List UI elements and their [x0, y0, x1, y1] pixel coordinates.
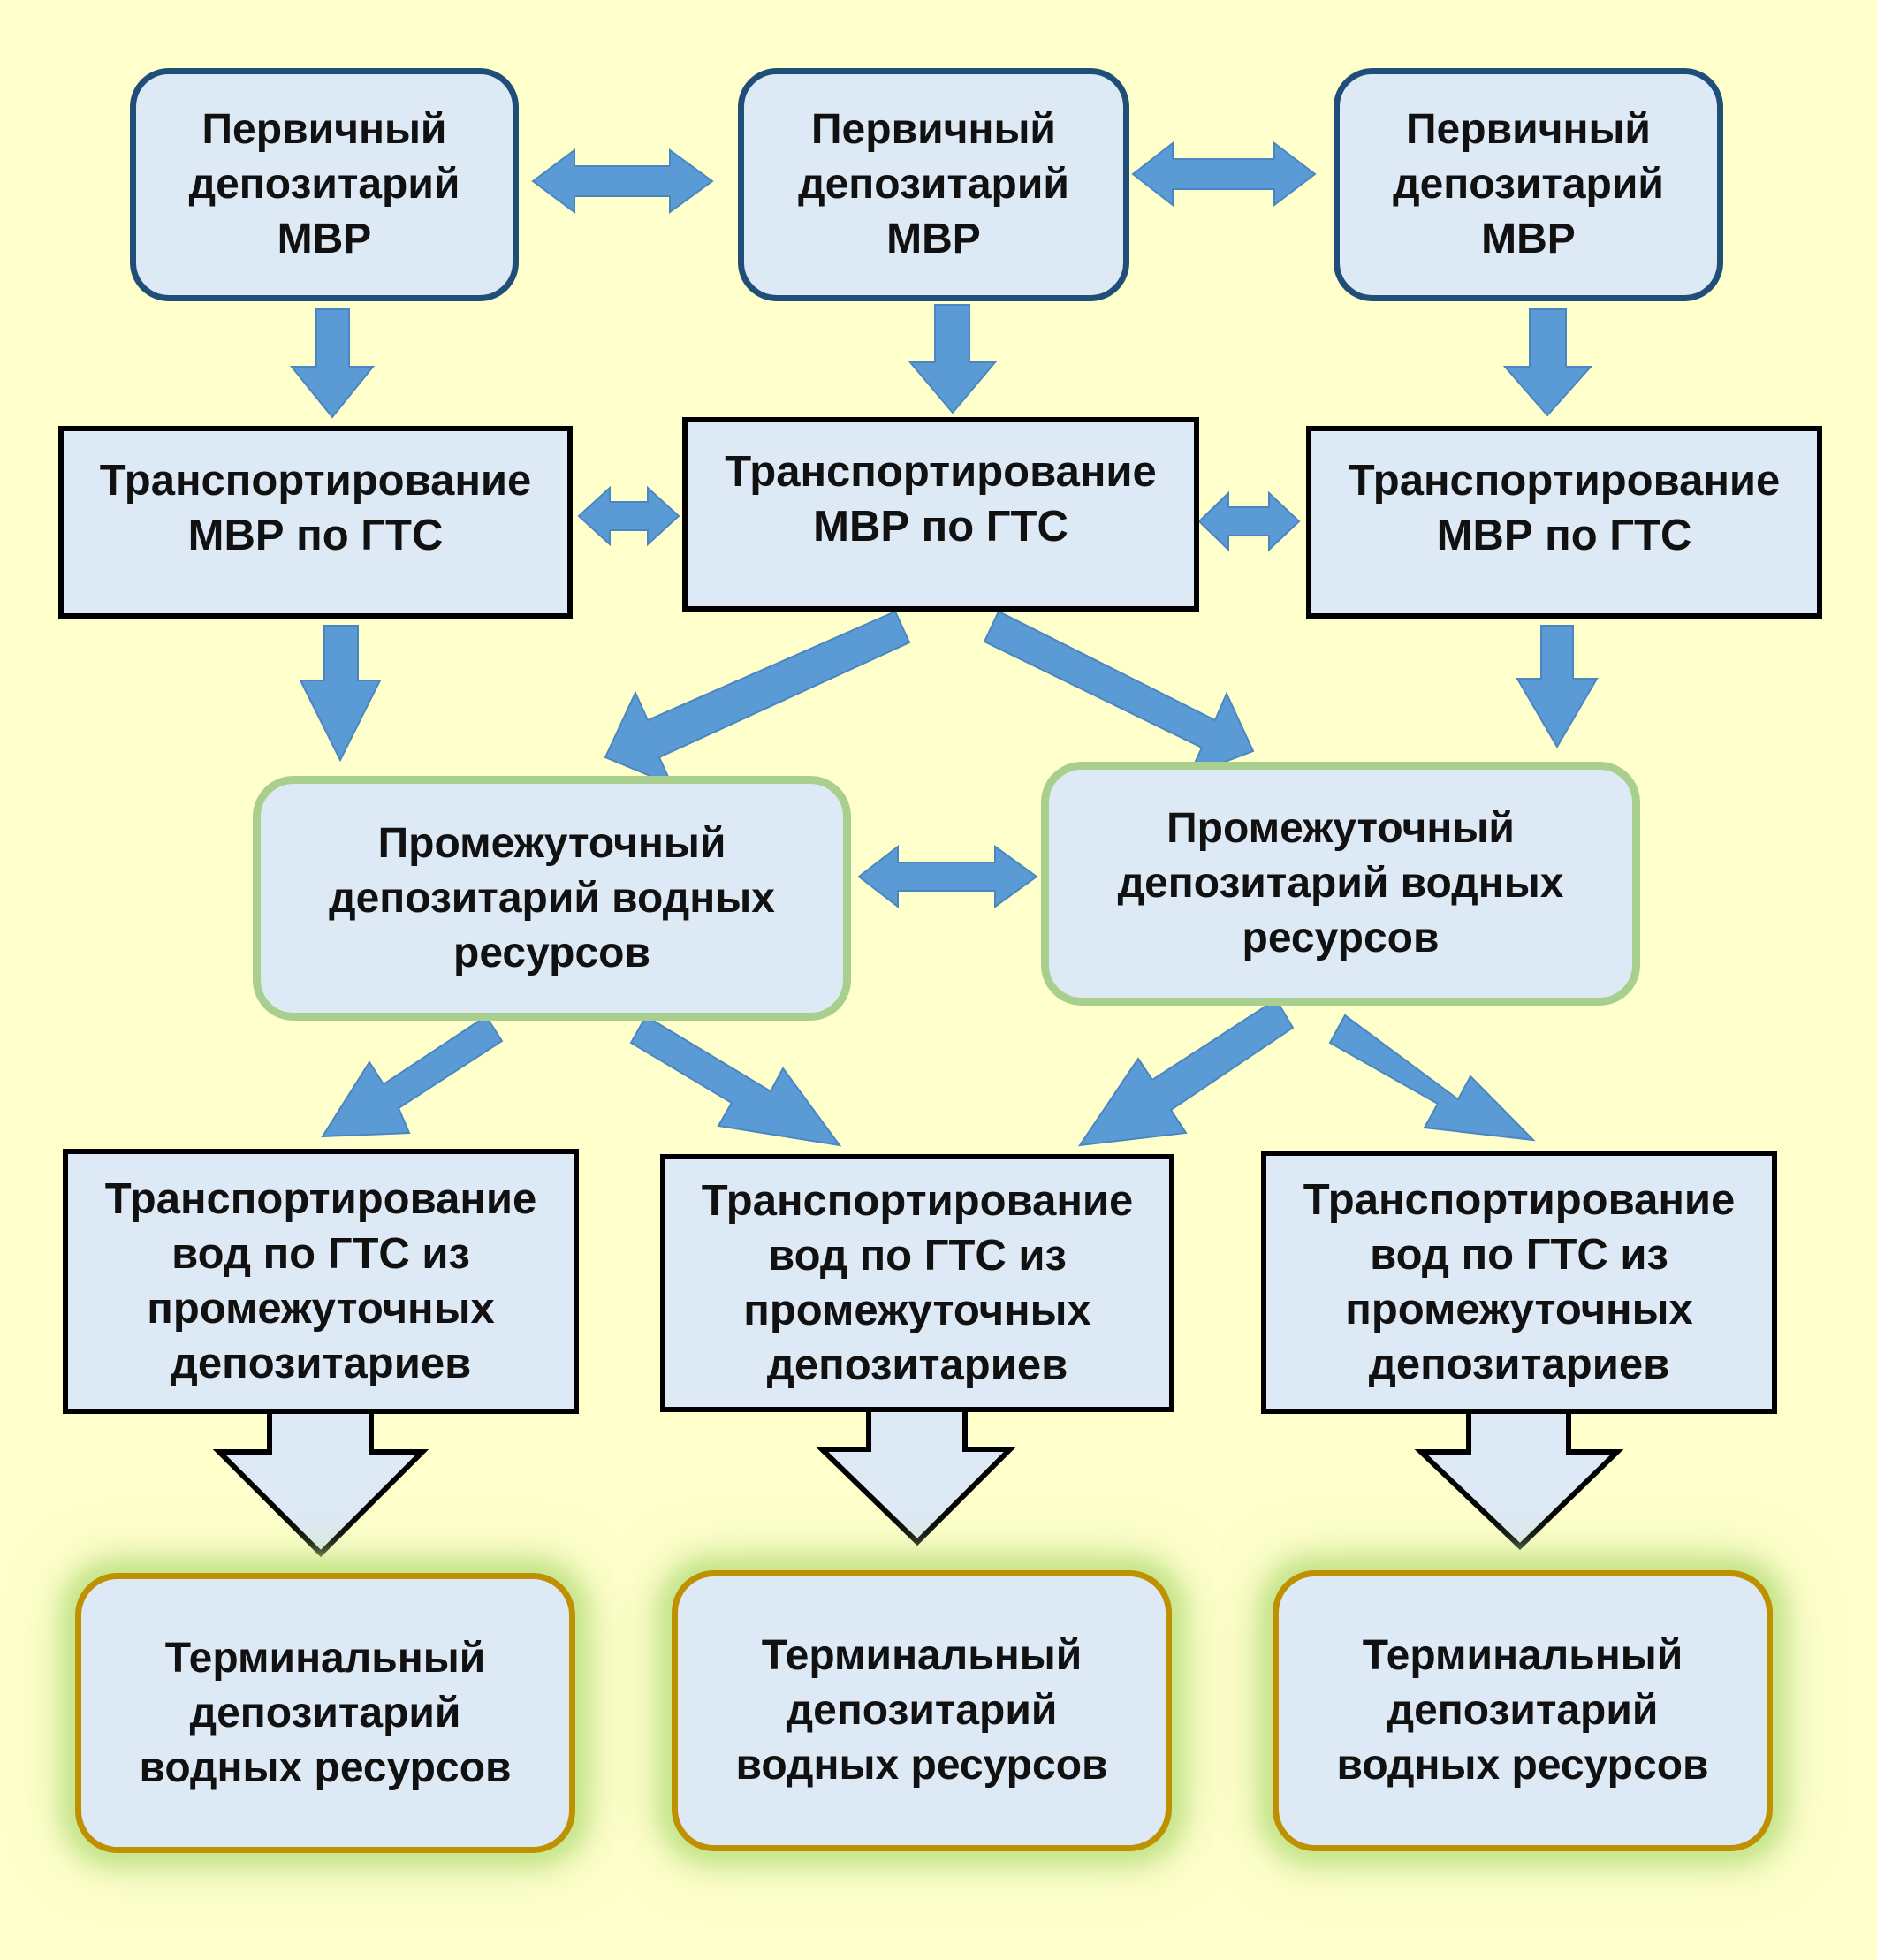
diagonal-arrow-intermediate-2-right [1328, 1014, 1536, 1142]
intermediate-depositary-line-3: ресурсов [1242, 915, 1440, 961]
terminal-depositary-line-2: депозитарий [189, 1689, 461, 1736]
terminal-depositary-line-3: водных ресурсов [139, 1743, 512, 1791]
transport-mvr-line-1: Транспортирование [725, 448, 1157, 496]
diagonal-arrow-transport-2-right [983, 610, 1255, 777]
transport-water-line-4: депозитариев [1368, 1341, 1670, 1388]
transport-water-line-3: промежуточных [743, 1287, 1091, 1334]
primary-depositary-line-2: депозитарий [798, 161, 1069, 208]
transport-mvr-line-1: Транспортирование [1348, 457, 1781, 505]
transport-mvr-box-1[interactable]: Транспортирование МВР по ГТС [58, 426, 573, 619]
transport-water-box-1[interactable]: Транспортирование вод по ГТС из промежут… [63, 1149, 579, 1414]
terminal-depositary-line-1: Терминальный [761, 1632, 1083, 1679]
transport-mvr-box-3[interactable]: Транспортирование МВР по ГТС [1306, 426, 1822, 619]
transport-water-line-2: вод по ГТС из [768, 1232, 1067, 1280]
primary-depositary-line-1: Первичный [811, 106, 1056, 153]
transport-water-line-4: депозитариев [766, 1341, 1068, 1389]
transport-water-line-4: депозитариев [170, 1340, 472, 1387]
primary-depositary-line-2: депозитарий [1393, 161, 1664, 208]
intermediate-depositary-line-1: Промежуточный [1166, 805, 1515, 852]
transport-mvr-line-2: МВР по ГТС [813, 503, 1068, 551]
transport-water-line-1: Транспортирование [701, 1177, 1134, 1225]
down-arrow-transport-1 [299, 625, 382, 763]
intermediate-depositary-box-2[interactable]: Промежуточный депозитарий водных ресурсо… [1041, 762, 1640, 1006]
intermediate-depositary-line-1: Промежуточный [377, 819, 726, 867]
transport-water-box-2[interactable]: Транспортирование вод по ГТС из промежут… [660, 1154, 1174, 1412]
terminal-depositary-box-3[interactable]: Терминальный депозитарий водных ресурсов [1273, 1570, 1773, 1851]
transport-water-box-3[interactable]: Транспортирование вод по ГТС из промежут… [1261, 1151, 1777, 1414]
primary-depositary-line-3: МВР [1481, 216, 1576, 262]
down-arrow-primary-3 [1502, 308, 1593, 417]
terminal-depositary-line-2: депозитарий [1387, 1687, 1659, 1734]
primary-depositary-line-2: депозитарий [188, 161, 460, 208]
primary-depositary-line-3: МВР [886, 216, 981, 262]
primary-depositary-box-1[interactable]: Первичный депозитарий МВР [130, 68, 519, 301]
transport-water-line-3: промежуточных [147, 1285, 495, 1333]
double-arrow-primary-1-2 [531, 148, 714, 214]
intermediate-depositary-box-1[interactable]: Промежуточный депозитарий водных ресурсо… [253, 776, 851, 1021]
terminal-depositary-line-1: Терминальный [164, 1634, 486, 1682]
transport-water-line-3: промежуточных [1345, 1286, 1693, 1333]
terminal-depositary-box-2[interactable]: Терминальный депозитарий водных ресурсов [672, 1570, 1172, 1851]
primary-depositary-line-3: МВР [277, 216, 372, 262]
transport-mvr-line-2: МВР по ГТС [1436, 512, 1692, 559]
diagonal-arrow-intermediate-1-left [321, 1014, 504, 1138]
terminal-depositary-line-2: депозитарий [786, 1687, 1058, 1734]
primary-depositary-line-1: Первичный [201, 106, 447, 153]
terminal-depositary-box-1[interactable]: Терминальный депозитарий водных ресурсов [75, 1573, 575, 1853]
transport-water-line-1: Транспортирование [1303, 1176, 1736, 1224]
double-arrow-primary-2-3 [1131, 141, 1317, 208]
double-arrow-intermediate [857, 844, 1038, 909]
transport-mvr-line-1: Транспортирование [99, 457, 532, 505]
transport-water-line-1: Транспортирование [104, 1175, 537, 1223]
primary-depositary-box-2[interactable]: Первичный депозитарий МВР [738, 68, 1129, 301]
down-arrow-primary-2 [908, 304, 998, 414]
diagonal-arrow-transport-2-left [604, 610, 911, 786]
diagonal-arrow-intermediate-1-right [629, 1014, 842, 1147]
terminal-depositary-line-3: водных ресурсов [1336, 1742, 1709, 1789]
diagonal-arrow-intermediate-2-left [1077, 998, 1295, 1147]
intermediate-depositary-line-2: депозитарий водных [329, 874, 775, 922]
double-arrow-transport-2-3 [1197, 490, 1301, 552]
down-arrow-primary-1 [289, 308, 376, 419]
intermediate-depositary-line-3: ресурсов [453, 929, 650, 976]
terminal-depositary-line-3: водных ресурсов [735, 1742, 1108, 1789]
transport-water-line-2: вод по ГТС из [1370, 1231, 1668, 1279]
intermediate-depositary-line-2: депозитарий водных [1117, 860, 1564, 907]
double-arrow-transport-1-2 [577, 485, 680, 547]
transport-water-line-2: вод по ГТС из [171, 1230, 470, 1278]
block-arrow-down-2 [815, 1405, 1017, 1546]
transport-mvr-box-2[interactable]: Транспортирование МВР по ГТС [682, 417, 1199, 612]
transport-mvr-line-2: МВР по ГТС [187, 512, 444, 559]
down-arrow-transport-3 [1516, 625, 1599, 748]
primary-depositary-line-1: Первичный [1406, 106, 1651, 153]
terminal-depositary-line-1: Терминальный [1362, 1632, 1683, 1679]
block-arrow-down-1 [212, 1402, 429, 1558]
primary-depositary-box-3[interactable]: Первичный депозитарий МВР [1334, 68, 1723, 301]
block-arrow-down-3 [1414, 1408, 1624, 1551]
